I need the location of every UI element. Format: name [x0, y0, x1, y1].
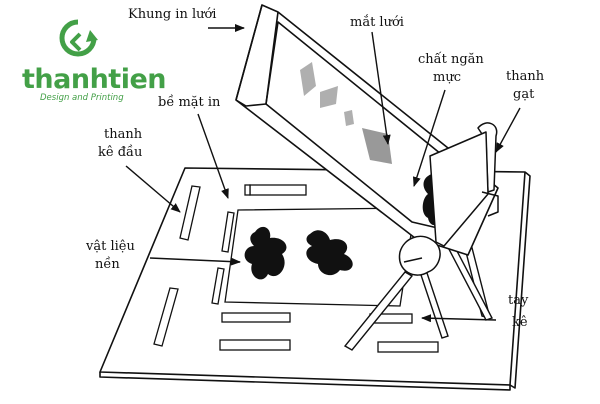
registration-bar: [153, 287, 179, 347]
label-mesh: mắt lưới: [350, 14, 404, 30]
registration-bar: [221, 312, 291, 323]
label-squeegee-line1: thanh: [506, 69, 545, 84]
label-ink-block-line2: mực: [433, 70, 461, 85]
circular-arrows-logo-icon: [59, 19, 98, 57]
label-support-line1: tay: [508, 293, 529, 308]
registration-bars: [153, 185, 439, 353]
label-frame: Khung in lưới: [128, 7, 216, 22]
brand-tagline: Design and Printing: [40, 93, 124, 103]
registration-bar: [219, 339, 291, 351]
support-leg: [343, 271, 414, 351]
label-registration-line2: kê đầu: [98, 144, 142, 160]
ink-blob: [244, 226, 287, 280]
arrow-ink-block: [412, 89, 446, 187]
labels: Khung in lưới mắt lưới chất ngăn mực tha…: [85, 7, 545, 330]
hinge-joint: [398, 235, 441, 276]
label-print-surface: bề mặt in: [158, 94, 221, 110]
hinge-clamp-end: [244, 184, 251, 196]
arrow-registration: [125, 165, 181, 213]
arrow-squeegee: [495, 107, 521, 153]
ink-blob: [306, 230, 353, 276]
arrows: [125, 24, 521, 323]
label-support-line2: kê: [512, 315, 528, 330]
registration-bar: [221, 211, 235, 253]
hinge-clamp: [249, 184, 307, 196]
brand-logo: thanhtien Design and Printing: [22, 19, 167, 103]
hinge-knob: [398, 235, 441, 276]
squeegee-blade: [429, 131, 489, 247]
arrow-substrate: [149, 257, 241, 266]
brand-name: thanhtien: [22, 64, 166, 95]
squeegee: [429, 122, 499, 247]
registration-bar: [377, 341, 439, 353]
label-substrate-line1: vật liệu: [85, 239, 135, 254]
label-squeegee-line2: gạt: [513, 87, 535, 102]
registration-bar: [211, 267, 225, 305]
arrow-mesh: [371, 31, 391, 145]
arrow-support: [421, 314, 497, 323]
printed-image: [244, 226, 353, 280]
label-substrate-line2: nền: [95, 256, 120, 272]
registration-bar: [179, 185, 201, 241]
label-registration-line1: thanh: [104, 127, 143, 142]
label-ink-block-line1: chất ngăn: [418, 51, 484, 67]
arrow-print-surface: [197, 113, 229, 199]
hinge-clamps: [244, 184, 307, 196]
